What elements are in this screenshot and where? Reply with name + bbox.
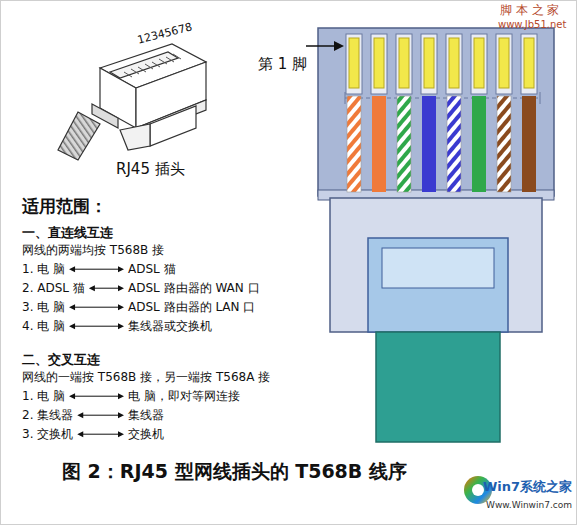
arrow-head (77, 431, 83, 437)
label-text: 网线的一端按 T568B 接，另一端按 T568A 接 (22, 370, 270, 384)
double-arrow (74, 396, 119, 397)
section-heading: 适用范围： (22, 196, 107, 216)
label-text: 电 脑，即对等网连接 (128, 389, 240, 403)
label-text: 第 1 脚 (258, 55, 307, 73)
label-text: 交换机 (128, 427, 164, 441)
pin-slot (346, 34, 362, 94)
pin-slot (371, 34, 387, 94)
wire-white-blue (447, 96, 461, 192)
label-text: 1. 电 脑 (22, 389, 65, 403)
label-text: 3. 交换机 (22, 427, 73, 441)
watermark: www.Jb51.net (498, 19, 566, 31)
pin-slot (521, 34, 537, 94)
watermark: Www.Winwin7.com (486, 500, 572, 511)
arrow-head (118, 431, 124, 437)
pin-slot (471, 34, 487, 94)
label-text: ADSL 路由器的 WAN 口 (128, 281, 260, 295)
wire-orange (372, 96, 386, 192)
arrow-head (69, 323, 75, 329)
label-text: ADSL 猫 (128, 262, 176, 276)
pin-contact (399, 38, 409, 88)
pin-slot (446, 34, 462, 94)
pin-contact (474, 38, 484, 88)
wire-white-orange (347, 96, 361, 192)
leader-line (306, 45, 336, 47)
label-text: 集线器 (128, 408, 164, 422)
arrow-head (118, 393, 124, 399)
wire-white-brown (497, 96, 511, 192)
arrow-head (69, 393, 75, 399)
label-text: 4. 电 脑 (22, 319, 65, 333)
pin-slot (421, 34, 437, 94)
label-text: 2. 集线器 (22, 408, 73, 422)
pin-contact (524, 38, 534, 88)
arrow-head (69, 304, 75, 310)
watermark: 脚 本 之 家 (500, 3, 559, 17)
arrow-head (89, 285, 95, 291)
arrow-head (334, 41, 344, 51)
arrow-head (118, 412, 124, 418)
double-arrow (74, 269, 119, 270)
double-arrow (74, 307, 119, 308)
watermark: Win7系统之家 (483, 479, 572, 495)
double-arrow (94, 288, 119, 289)
caption: 图 2：RJ45 型网线插头的 T568B 线序 (62, 460, 407, 483)
arrow-head (118, 323, 124, 329)
wire-green (472, 96, 486, 192)
arrow-head (118, 266, 124, 272)
pin-contact (374, 38, 384, 88)
section-heading: 二、交叉互连 (22, 352, 100, 368)
label-text: 3. 电 脑 (22, 300, 65, 314)
arrow-head (69, 266, 75, 272)
pin-slot (396, 34, 412, 94)
pins (346, 34, 537, 94)
label-text: 12345678 (136, 20, 194, 46)
arrow-head (77, 412, 83, 418)
label-text: RJ45 插头 (116, 160, 185, 178)
label-text: ADSL 路由器的 LAN 口 (128, 300, 255, 314)
double-arrow (74, 326, 119, 327)
wire-brown (522, 96, 536, 192)
section-heading: 一、直连线互连 (22, 225, 113, 241)
label-text: 集线器或交换机 (128, 319, 212, 333)
pin-contact (449, 38, 459, 88)
pin-contact (499, 38, 509, 88)
arrow-head (118, 285, 124, 291)
double-arrow (82, 415, 119, 416)
label-text: 2. ADSL 猫 (22, 281, 85, 295)
wire-blue (422, 96, 436, 192)
rj45-connector (318, 28, 554, 442)
small-plug (58, 44, 206, 160)
pin-contact (424, 38, 434, 88)
pin-slot (496, 34, 512, 94)
label-text: 网线的两端均按 T568B 接 (22, 243, 164, 257)
pin-contact (349, 38, 359, 88)
double-arrow (82, 434, 119, 435)
wire-white-green (397, 96, 411, 192)
label-text: 1. 电 脑 (22, 262, 65, 276)
arrow-head (118, 304, 124, 310)
